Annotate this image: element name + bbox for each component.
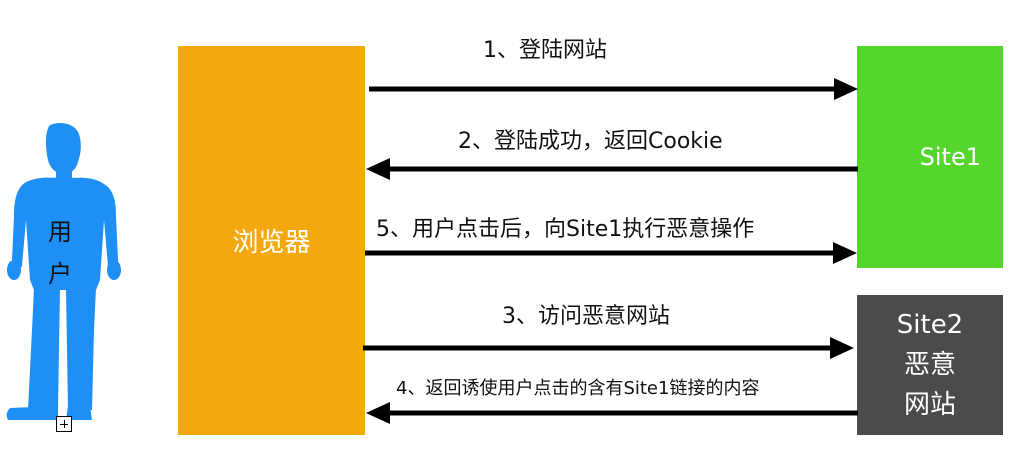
edge-arrow-1 [369,78,858,100]
browser-node: 浏览器 [178,46,365,435]
person-silhouette-icon [6,122,121,420]
user-label-line-1: 用 [48,218,72,246]
edge-label-3: 3、访问恶意网站 [502,304,670,329]
edge-arrow-3 [363,337,854,359]
edge-label-1: 1、登陆网站 [483,38,607,63]
site1-node: Site1 [857,46,1003,268]
edge-label-4: 4、返回诱使用户点击的含有Site1链接的内容 [396,378,760,399]
plus-box-icon[interactable] [56,416,72,432]
site2-label-line-2: 恶意 [903,350,956,380]
site1-label: Site1 [919,143,981,171]
site2-label-line-1: Site2 [896,310,964,340]
site2-label-line-3: 网站 [903,390,956,420]
user-label-line-2: 户 [48,260,72,288]
edge-arrow-5 [365,242,857,264]
edge-label-5: 5、用户点击后，向Site1执行恶意操作 [376,217,755,242]
edge-label-2: 2、登陆成功，返回Cookie [458,129,723,154]
browser-label: 浏览器 [232,228,311,258]
site2-node: Site2 恶意 网站 [857,295,1003,435]
edge-arrow-2 [366,158,858,180]
edge-arrow-4 [366,402,858,424]
